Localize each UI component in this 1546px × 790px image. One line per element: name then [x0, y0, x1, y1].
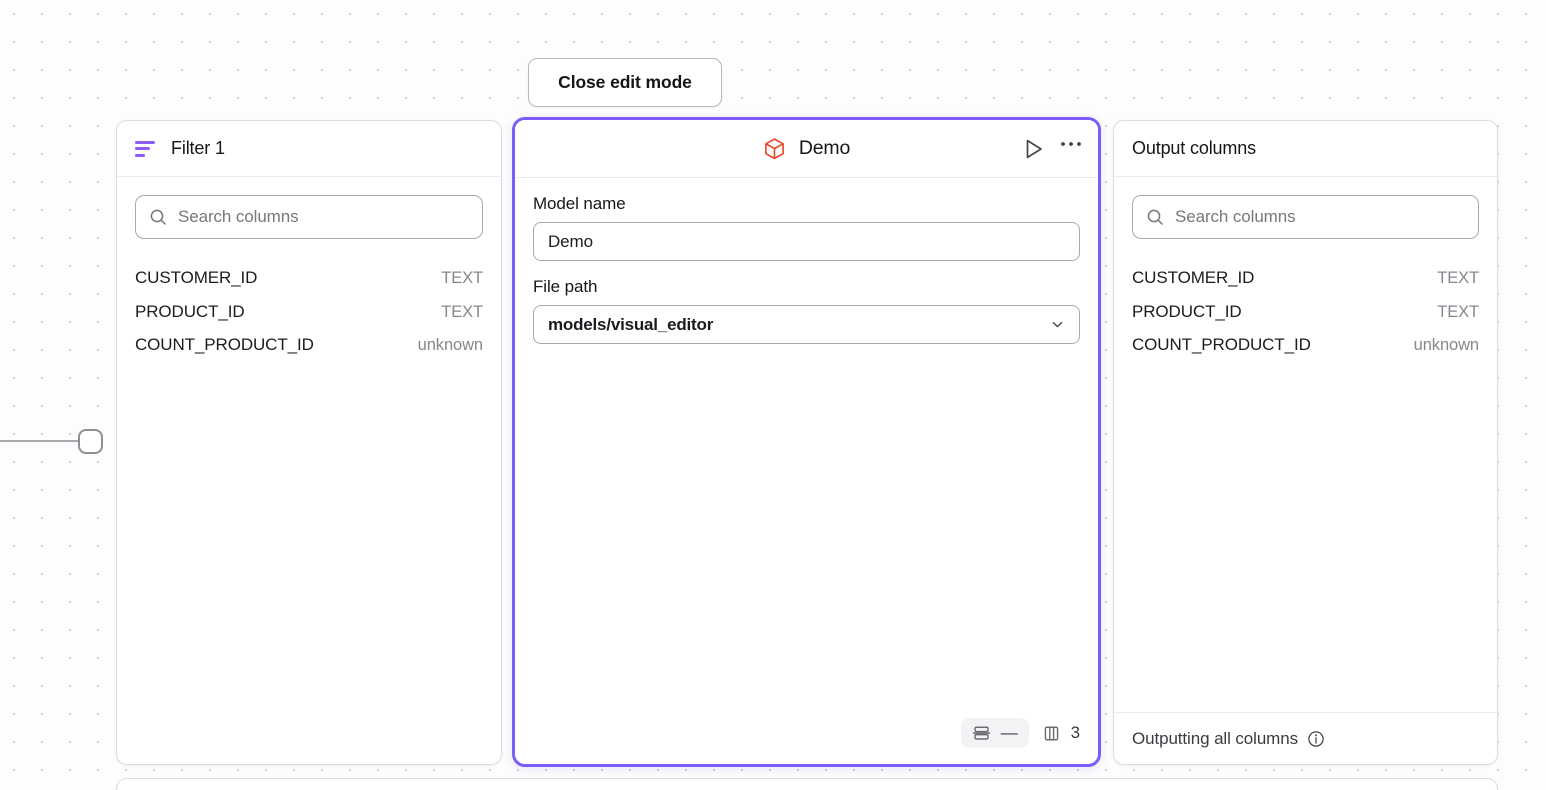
table-row[interactable]: CUSTOMER_ID TEXT	[135, 261, 483, 295]
file-path-value: models/visual_editor	[548, 314, 714, 334]
play-icon	[1026, 139, 1042, 158]
table-row[interactable]: COUNT_PRODUCT_ID unknown	[1132, 328, 1479, 362]
file-path-select[interactable]: models/visual_editor	[533, 305, 1080, 344]
filter-search-box[interactable]	[135, 195, 483, 239]
output-columns-panel[interactable]: Output columns CUSTOMER_ID TEXT PRODUCT_…	[1113, 120, 1498, 765]
filter-icon	[135, 140, 157, 157]
model-node-panel[interactable]: Demo Model name	[512, 117, 1101, 767]
row-count-stat[interactable]: —	[960, 718, 1029, 748]
column-type: unknown	[1413, 336, 1479, 355]
output-search-input[interactable]	[1175, 207, 1465, 227]
model-form: Model name File path models/visual_edito…	[515, 178, 1098, 344]
output-search-box[interactable]	[1132, 195, 1479, 239]
cube-icon	[764, 137, 784, 159]
info-icon[interactable]	[1307, 730, 1325, 748]
column-type: TEXT	[1437, 269, 1479, 287]
output-panel-footer: Outputting all columns	[1114, 712, 1497, 764]
column-count-stat[interactable]: 3	[1042, 723, 1080, 743]
model-name-input[interactable]	[533, 222, 1080, 261]
table-row[interactable]: PRODUCT_ID TEXT	[1132, 295, 1479, 329]
output-panel-body: CUSTOMER_ID TEXT PRODUCT_ID TEXT COUNT_P…	[1114, 177, 1497, 712]
model-name-label: Model name	[533, 194, 626, 213]
filter-panel-body: CUSTOMER_ID TEXT PRODUCT_ID TEXT COUNT_P…	[117, 177, 501, 764]
filter-search-input[interactable]	[178, 207, 469, 227]
column-type: TEXT	[441, 302, 483, 321]
column-type: unknown	[417, 336, 483, 355]
column-type: TEXT	[1437, 302, 1479, 321]
column-name: CUSTOMER_ID	[1132, 268, 1255, 287]
search-icon	[150, 209, 166, 225]
columns-icon	[1044, 726, 1058, 740]
filter-panel-header: Filter 1	[117, 121, 501, 177]
filter-node-panel[interactable]: Filter 1 CUSTOMER_ID TEXT PRODUCT_ID TEX…	[116, 120, 502, 765]
model-stats-footer: — 3	[515, 718, 1098, 764]
column-name: PRODUCT_ID	[135, 301, 245, 321]
search-icon	[1147, 209, 1163, 225]
outputting-all-columns-text: Outputting all columns	[1132, 728, 1298, 748]
incoming-edge-line	[0, 440, 80, 442]
model-panel-header: Demo	[515, 120, 1098, 178]
filter-column-list: CUSTOMER_ID TEXT PRODUCT_ID TEXT COUNT_P…	[135, 261, 483, 362]
column-count-value: 3	[1070, 723, 1080, 742]
model-more-options-button[interactable]	[1060, 140, 1082, 157]
ellipsis-icon	[1061, 142, 1081, 146]
filter-panel-title: Filter 1	[171, 138, 225, 158]
bottom-partial-panel[interactable]	[116, 778, 1498, 790]
run-model-button[interactable]	[1024, 138, 1044, 160]
column-type: TEXT	[441, 269, 483, 287]
row-count-value: —	[1000, 723, 1018, 742]
model-header-actions	[1024, 138, 1082, 160]
rows-icon	[972, 726, 990, 740]
column-name: CUSTOMER_ID	[135, 268, 258, 287]
table-row[interactable]: COUNT_PRODUCT_ID unknown	[135, 328, 483, 362]
table-row[interactable]: PRODUCT_ID TEXT	[135, 295, 483, 329]
model-panel-title: Demo	[798, 137, 851, 159]
model-title-group: Demo	[763, 137, 850, 161]
table-row[interactable]: CUSTOMER_ID TEXT	[1132, 261, 1479, 295]
file-path-label: File path	[533, 277, 598, 296]
chevron-down-icon	[1052, 321, 1063, 328]
output-column-list: CUSTOMER_ID TEXT PRODUCT_ID TEXT COUNT_P…	[1132, 261, 1479, 362]
column-name: COUNT_PRODUCT_ID	[135, 335, 314, 355]
column-name: COUNT_PRODUCT_ID	[1132, 335, 1311, 355]
output-panel-title: Output columns	[1132, 138, 1256, 158]
column-name: PRODUCT_ID	[1132, 301, 1242, 321]
incoming-edge-handle[interactable]	[78, 429, 103, 454]
output-panel-header: Output columns	[1114, 121, 1497, 177]
close-edit-mode-button[interactable]: Close edit mode	[528, 58, 722, 107]
